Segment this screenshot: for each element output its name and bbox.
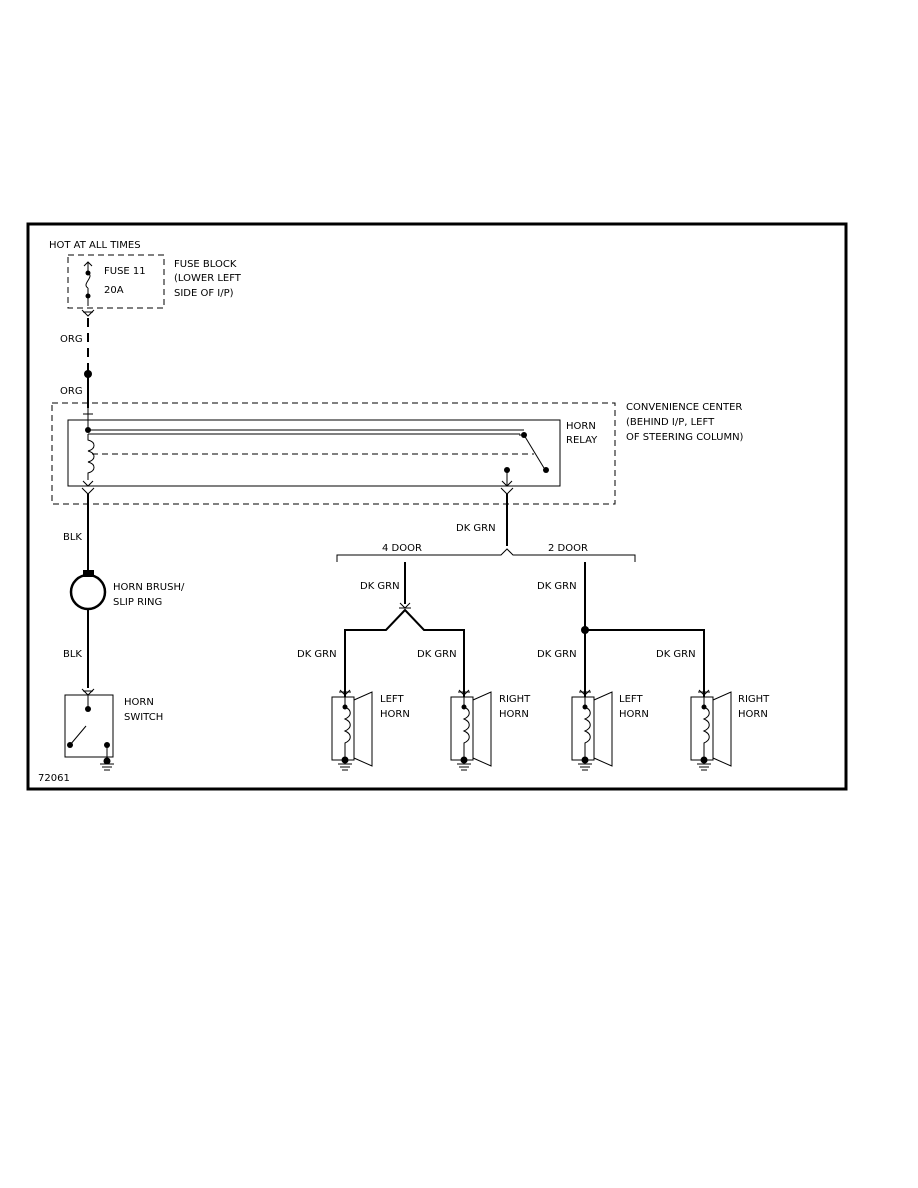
convenience-center-box bbox=[51, 402, 616, 505]
horn-label: HORN bbox=[380, 709, 410, 720]
fuse-11-symbol bbox=[83, 261, 93, 306]
ground-icon bbox=[100, 763, 114, 771]
wire-color-label: DK GRN bbox=[417, 649, 457, 660]
wire-color-label: DK GRN bbox=[297, 649, 337, 660]
fuse-block-box bbox=[67, 254, 165, 309]
wire-color-label: ORG bbox=[60, 334, 83, 345]
fuse-block-label: (LOWER LEFT bbox=[174, 273, 242, 284]
relay-contact-dot bbox=[543, 467, 549, 473]
horn-relay-label: HORN bbox=[566, 421, 596, 432]
wire-color-label: DK GRN bbox=[456, 523, 496, 534]
wire-color-label: ORG bbox=[60, 386, 83, 397]
wire-color-label: BLK bbox=[63, 532, 82, 543]
connector-symbol bbox=[399, 602, 411, 609]
relay-coil bbox=[87, 434, 95, 480]
horn-icon bbox=[450, 689, 492, 771]
horn-label: LEFT bbox=[619, 694, 643, 705]
switch-arm bbox=[69, 725, 87, 746]
connector-symbol bbox=[81, 688, 95, 696]
wire-color-label: DK GRN bbox=[537, 581, 577, 592]
ground-dot bbox=[103, 757, 111, 765]
horn-brush-block bbox=[83, 570, 94, 577]
diagram-frame bbox=[26, 222, 848, 791]
horn-switch-label: SWITCH bbox=[124, 712, 163, 723]
dk-grn-wire bbox=[585, 629, 705, 697]
horn-icon bbox=[331, 689, 373, 771]
horn-relay-label: RELAY bbox=[566, 435, 598, 446]
wire-color-label: DK GRN bbox=[360, 581, 400, 592]
convenience-center-label: (BEHIND I/P, LEFT bbox=[626, 417, 715, 428]
hot-at-all-times-label: HOT AT ALL TIMES bbox=[49, 240, 141, 251]
wire-color-label: BLK bbox=[63, 649, 82, 660]
horn-switch-label: HORN bbox=[124, 697, 154, 708]
slip-ring-symbol bbox=[69, 573, 107, 611]
horn-label: RIGHT bbox=[738, 694, 770, 705]
convenience-center-label: CONVENIENCE CENTER bbox=[626, 402, 742, 413]
option-label-2-door: 2 DOOR bbox=[548, 543, 588, 554]
convenience-center-label: OF STEERING COLUMN) bbox=[626, 432, 744, 443]
horn-icon bbox=[571, 689, 613, 771]
horn-label: HORN bbox=[738, 709, 768, 720]
horn-label: RIGHT bbox=[499, 694, 531, 705]
wire-color-label: DK GRN bbox=[656, 649, 696, 660]
diagram-id-label: 72061 bbox=[38, 773, 70, 784]
horn-brush-label: HORN BRUSH/ bbox=[113, 582, 185, 593]
switch-contact-dot bbox=[85, 706, 91, 712]
connector-symbol bbox=[81, 480, 95, 495]
connector-symbol bbox=[81, 309, 95, 317]
fuse-block-label: SIDE OF I/P) bbox=[174, 288, 234, 299]
horn-label: HORN bbox=[619, 709, 649, 720]
horn-switch-box bbox=[64, 694, 114, 758]
horn-relay-box bbox=[67, 419, 561, 487]
wire-color-label: DK GRN bbox=[537, 649, 577, 660]
horn-icon bbox=[690, 689, 732, 771]
fuse-block-label: FUSE BLOCK bbox=[174, 259, 237, 270]
horn-brush-label: SLIP RING bbox=[113, 597, 162, 608]
dk-grn-wire bbox=[344, 608, 465, 697]
fuse-rating-label: 20A bbox=[104, 285, 124, 296]
horn-label: HORN bbox=[499, 709, 529, 720]
relay-switch-arm bbox=[523, 434, 545, 469]
horn-label: LEFT bbox=[380, 694, 404, 705]
option-bracket bbox=[336, 548, 636, 562]
fuse-label: FUSE 11 bbox=[104, 266, 146, 277]
option-label-4-door: 4 DOOR bbox=[382, 543, 422, 554]
